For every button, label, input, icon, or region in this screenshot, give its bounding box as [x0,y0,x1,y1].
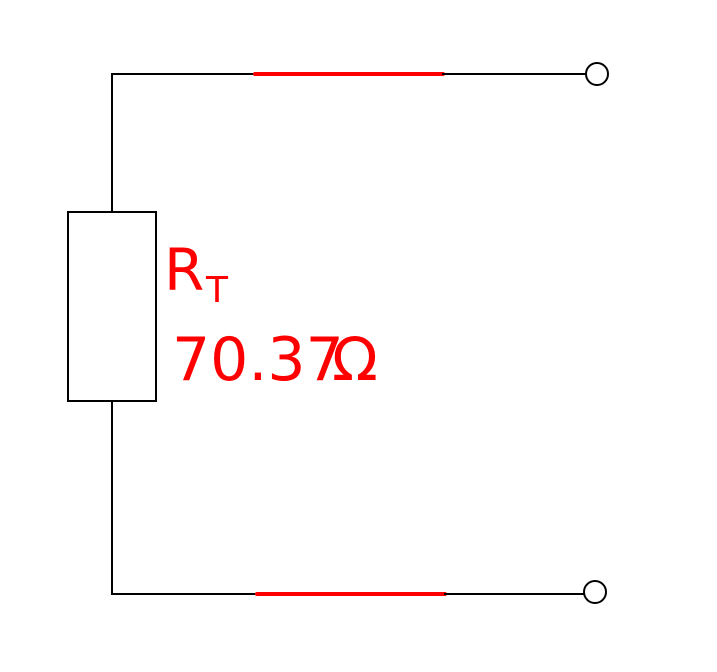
resistor-label-subscript: T [205,270,229,311]
resistor-value: 70.37 [172,325,344,395]
bottom-terminal[interactable] [583,580,607,604]
resistor-label: R [164,236,204,304]
resistor-annotation: R T 70.37 Ω [164,236,378,395]
resistor-unit: Ω [332,325,378,395]
resistor-rt [67,211,157,402]
top-terminal[interactable] [585,62,609,86]
